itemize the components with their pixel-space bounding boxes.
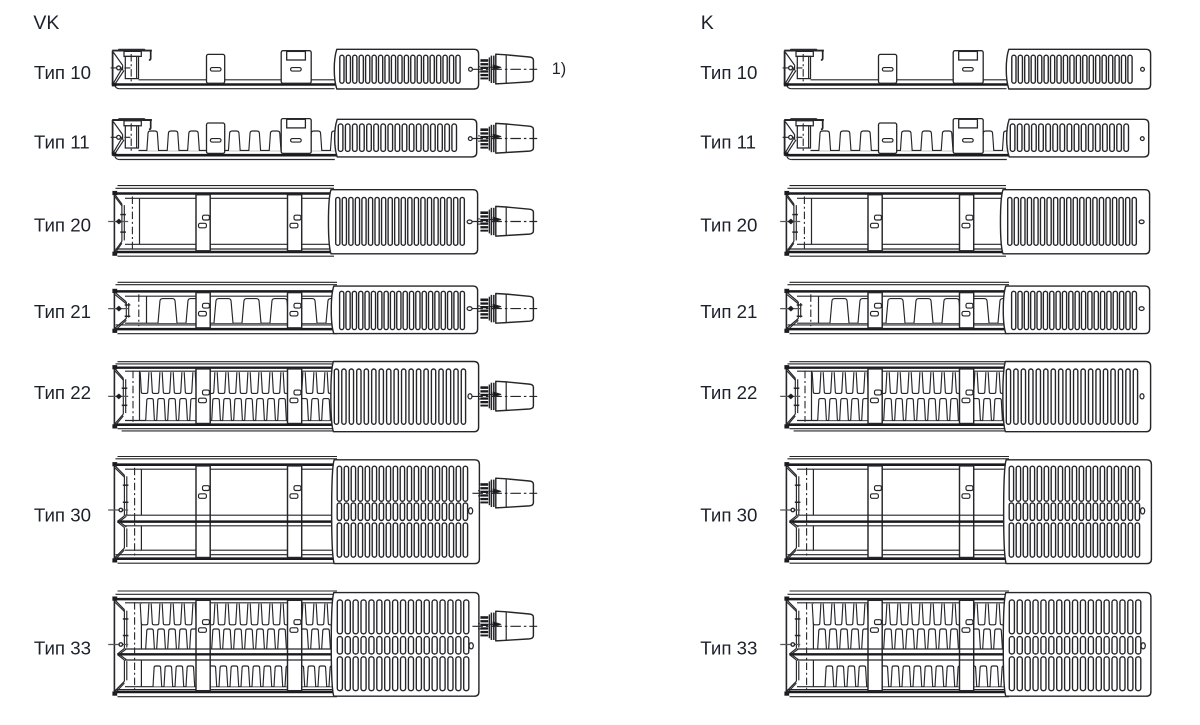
svg-text:Тип 33: Тип 33 [700,638,757,659]
svg-text:Тип 33: Тип 33 [34,638,91,659]
svg-text:Тип 30: Тип 30 [34,504,91,525]
svg-text:Тип 22: Тип 22 [34,382,91,403]
svg-text:Тип 10: Тип 10 [34,62,91,83]
svg-text:Тип 30: Тип 30 [700,504,757,525]
svg-text:Тип 20: Тип 20 [34,215,91,236]
svg-text:Тип 11: Тип 11 [34,131,90,152]
svg-text:Тип 21: Тип 21 [34,301,91,322]
svg-text:K: K [701,12,714,34]
svg-text:1): 1) [552,60,566,78]
svg-text:Тип 20: Тип 20 [700,215,757,236]
svg-text:Тип 21: Тип 21 [700,301,757,322]
svg-text:Тип 11: Тип 11 [700,131,756,152]
svg-text:Тип 22: Тип 22 [700,382,757,403]
svg-text:Тип 10: Тип 10 [700,62,757,83]
svg-text:VK: VK [33,12,59,34]
